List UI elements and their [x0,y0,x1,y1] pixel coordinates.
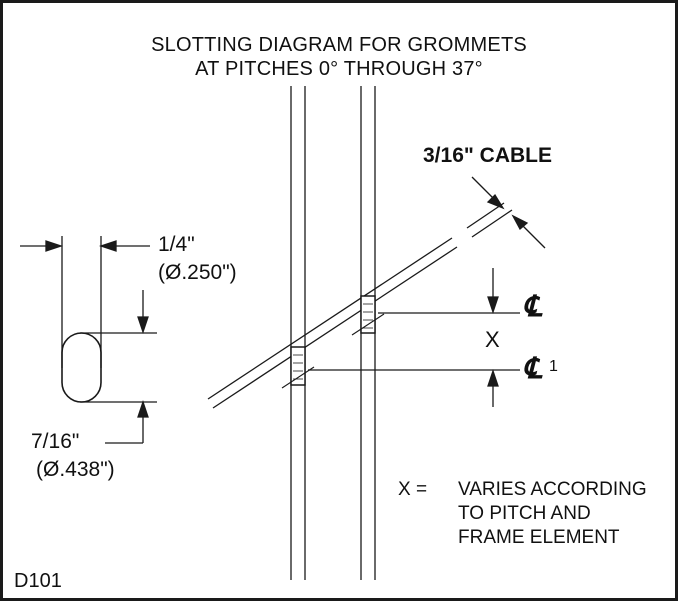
cable-label: 3/16" CABLE [423,144,552,167]
note-line-2: TO PITCH AND [458,503,591,524]
cable-dimension [471,176,546,249]
slot-width-fraction: 1/4" [158,233,195,256]
grommet-upper [351,295,385,336]
slot-outline [61,332,102,403]
centerline-symbol-upper: ℄ [523,291,542,323]
grommet-lower [281,346,315,389]
slot-length-decimal: (Ø.438") [36,458,115,481]
offset-label: X [485,327,500,352]
diagram-title-line2: AT PITCHES 0° THROUGH 37° [195,58,483,80]
frame-member-left [290,86,306,580]
diagram-title-line1: SLOTTING DIAGRAM FOR GROMMETS [151,34,527,56]
slot-width-decimal: (Ø.250") [158,261,237,284]
slot-width-dimension [20,236,150,368]
note-line-1: VARIES ACCORDING [458,479,647,500]
centerline-subscript: 1 [549,358,558,375]
slot-length-fraction: 7/16" [31,430,80,453]
figure-id: D101 [14,570,62,592]
centerline-symbol-lower: ℄ [523,353,542,385]
slot-length-dimension [80,290,157,444]
offset-dimension-arrows [487,268,499,407]
centerline-extensions [308,312,520,371]
note-prefix: X = [398,479,428,500]
cable [207,202,513,409]
note-line-3: FRAME ELEMENT [458,527,620,548]
